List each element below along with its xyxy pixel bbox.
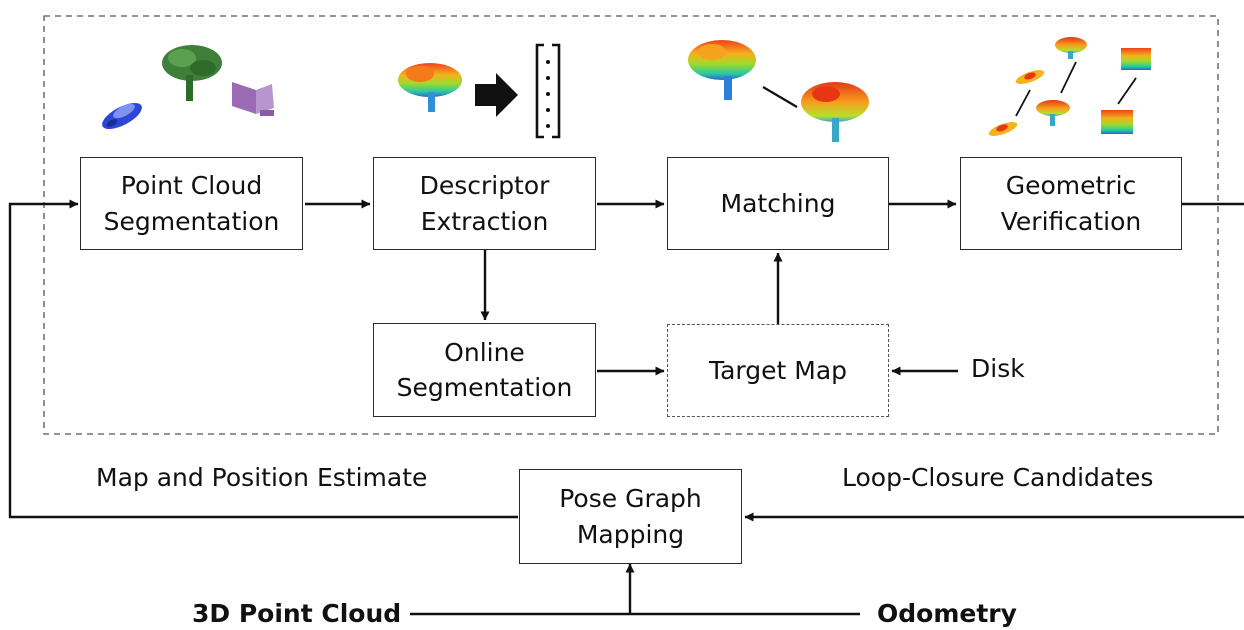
arrow-pose-feedback xyxy=(8,199,518,519)
online-segmentation-box: Online Segmentation xyxy=(373,323,596,417)
tree-segment-icon xyxy=(162,45,222,101)
loop-closure-candidates-label: Loop-Closure Candidates xyxy=(842,463,1154,492)
extraction-arrow-icon xyxy=(475,73,518,117)
odometry-label: Odometry xyxy=(877,599,1017,628)
target-map-box: Target Map xyxy=(667,324,889,417)
descriptor-extraction-box: Descriptor Extraction xyxy=(373,157,596,250)
flow-arrows xyxy=(8,199,1244,616)
matching-box: Matching xyxy=(667,157,889,250)
building-segment-icon xyxy=(232,82,274,116)
map-position-estimate-label: Map and Position Estimate xyxy=(96,463,428,492)
geometric-verification-box: Geometric Verification xyxy=(960,157,1182,250)
descriptor-vector-icon xyxy=(535,43,561,139)
module-boundary xyxy=(43,15,1219,435)
match-segment-a-icon xyxy=(688,40,756,100)
pose-graph-mapping-box: Pose Graph Mapping xyxy=(519,469,742,564)
disk-label: Disk xyxy=(971,354,1025,383)
car-segment-icon xyxy=(102,102,142,130)
match-link-icon xyxy=(762,86,798,108)
tree-segment-colored-icon xyxy=(398,63,462,112)
point-cloud-segmentation-box: Point Cloud Segmentation xyxy=(80,157,303,250)
descriptor-dots xyxy=(546,60,550,128)
match-segment-b-icon xyxy=(801,82,869,142)
verification-pairs-icon xyxy=(988,37,1151,136)
point-cloud-3d-label: 3D Point Cloud xyxy=(192,599,402,628)
